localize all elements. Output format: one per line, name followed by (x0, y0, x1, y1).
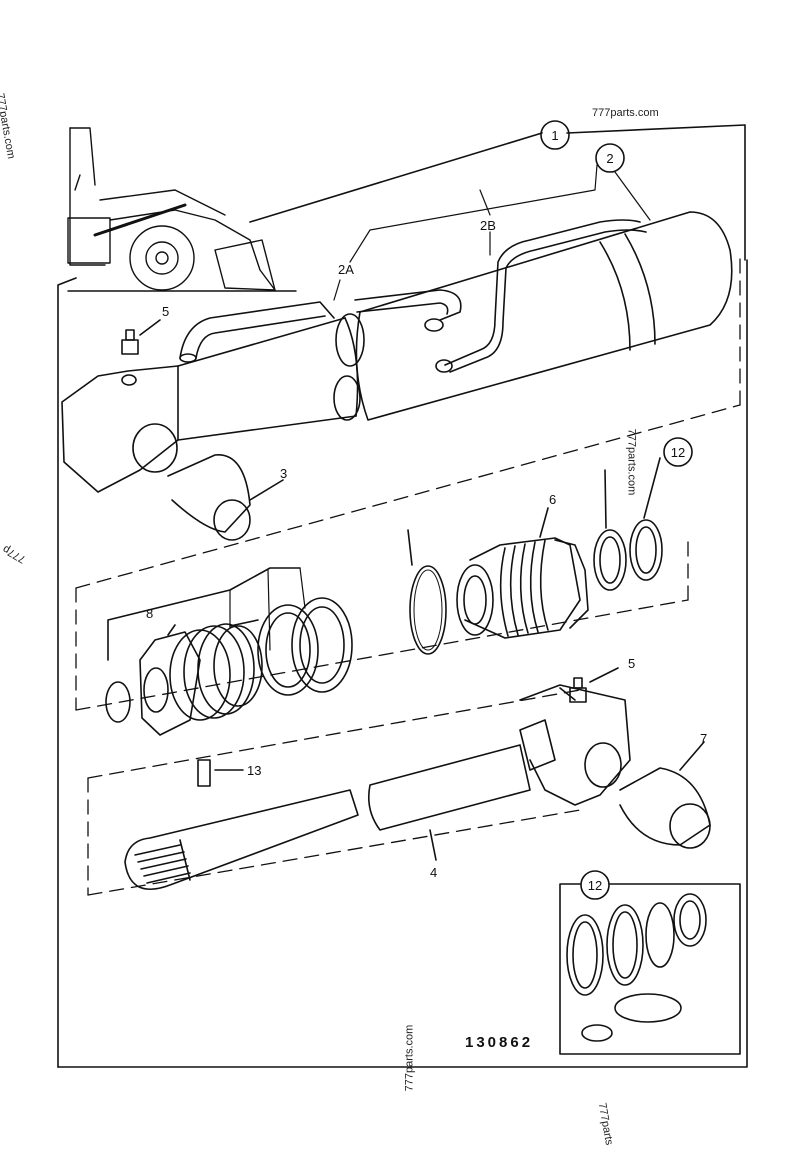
pipe-2a (180, 302, 334, 362)
grease-nipple-top (122, 320, 160, 354)
pin-7 (620, 742, 710, 848)
callout-3: 3 (280, 466, 287, 481)
callout-1: 1 (551, 128, 558, 143)
callout-2b: 2B (480, 218, 496, 233)
callout-13: 13 (247, 763, 261, 778)
callout-12-inset: 12 (588, 878, 602, 893)
callout-5-bottom: 5 (628, 656, 635, 671)
callout-12-circle (664, 438, 692, 466)
leaders (230, 165, 650, 650)
pivot-pin-3 (168, 455, 283, 540)
callout-4: 4 (430, 865, 437, 880)
piston-rod-4 (125, 745, 530, 889)
callout-7: 7 (700, 731, 707, 746)
rod-eye (520, 685, 630, 805)
seal-rings (258, 598, 352, 695)
cylinder-barrel (62, 212, 732, 492)
callout-6: 6 (549, 492, 556, 507)
callout-12: 12 (671, 445, 685, 460)
inset-seal-kit (560, 884, 740, 1054)
watermark-bottom-vertical: 777parts.com (403, 1024, 416, 1092)
callout-2a: 2A (338, 262, 354, 277)
leader-bracket-8 (108, 568, 300, 660)
o-ring (410, 566, 446, 654)
piston-8 (140, 620, 262, 735)
callout-12-inset-circle (581, 871, 609, 899)
pipe-2b (355, 220, 646, 372)
callout-2-circle (596, 144, 624, 172)
callout-1-circle (541, 121, 569, 149)
pin-13 (198, 760, 243, 786)
callout-8: 8 (146, 606, 153, 621)
drawing-number: 130862 (465, 1034, 533, 1051)
gland-6 (457, 508, 588, 638)
callout-5-top: 5 (162, 304, 169, 319)
rings-12-upper (594, 458, 662, 590)
grease-nipple-bottom (570, 668, 618, 702)
watermark-mid-vertical: 777parts.com (625, 428, 638, 496)
machine-thumbnail (68, 128, 296, 291)
circlip-left (106, 682, 130, 722)
leader-1 (250, 133, 542, 222)
callout-labels: 1 2 2A 2B 3 4 5 5 6 7 8 12 12 13 130862 (146, 128, 707, 1051)
assembly-boundaries (76, 258, 740, 895)
frame-border (58, 260, 747, 1067)
watermark-top-right: 777parts.com (592, 107, 659, 119)
callout-2: 2 (606, 151, 613, 166)
leader-1-right (567, 125, 745, 133)
